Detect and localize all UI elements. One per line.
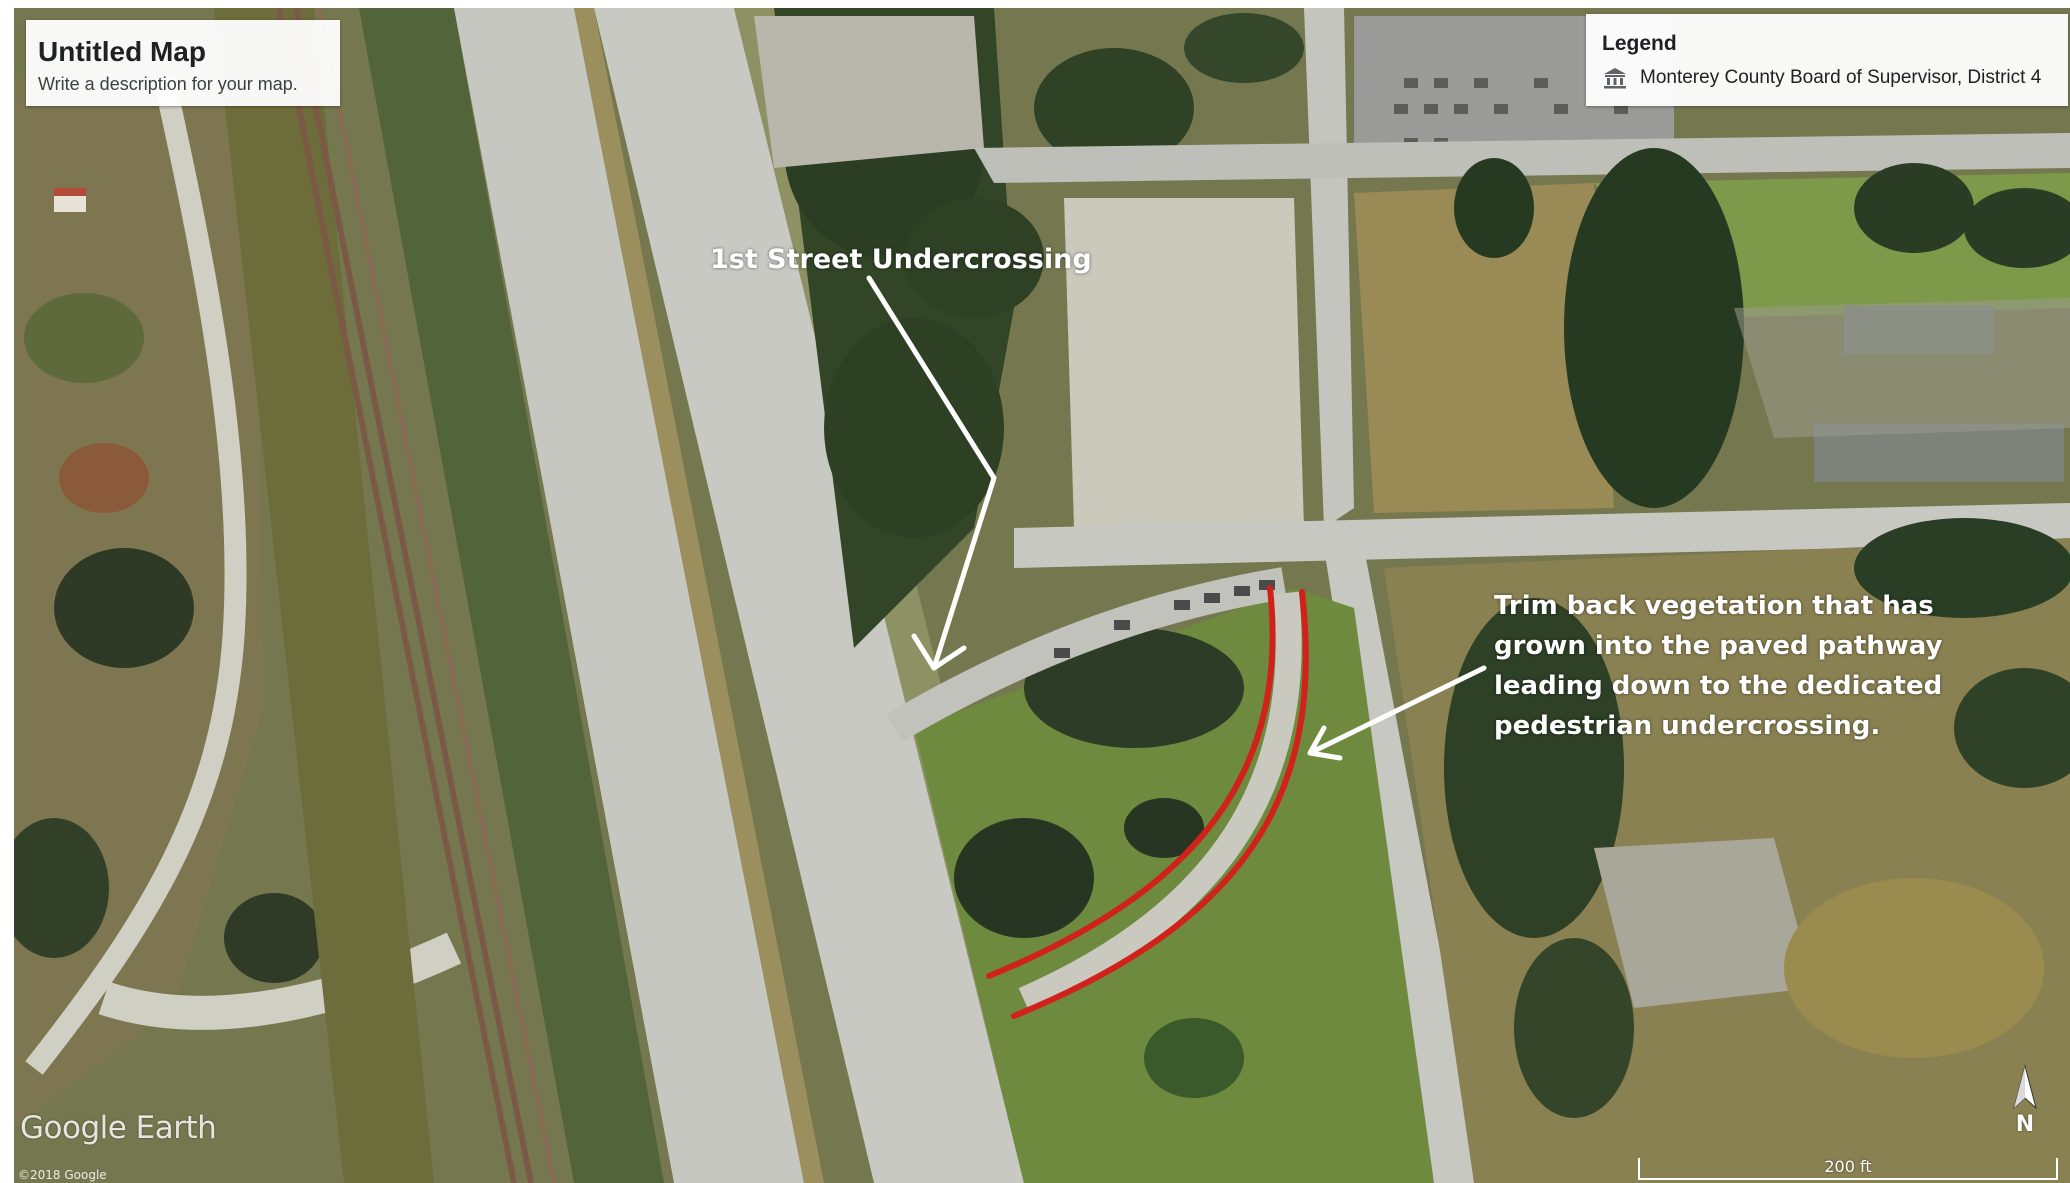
gravel-lot — [754, 16, 984, 168]
tree-cluster — [904, 198, 1044, 318]
tree-cluster — [1854, 163, 1974, 253]
tree-cluster — [1964, 188, 2070, 268]
legend-item-label: Monterey County Board of Supervisor, Dis… — [1640, 67, 2042, 88]
trim-note: Trim back vegetation that has grown into… — [1494, 586, 1942, 746]
grass-slope — [914, 588, 1434, 1183]
trim-area-boundary-left — [986, 585, 1276, 979]
tree-cluster — [1034, 48, 1194, 168]
trim-note-line: pedestrian undercrossing. — [1494, 711, 1881, 741]
legend-panel[interactable]: Legend Monterey County Board of Supervis… — [1586, 14, 2068, 106]
tree-cluster — [224, 893, 324, 983]
tree-cluster — [1444, 598, 1624, 938]
legend-item[interactable]: Monterey County Board of Supervisor, Dis… — [1602, 66, 2054, 90]
government-building-icon — [1604, 68, 1626, 89]
left-curved-path — [25, 75, 247, 1075]
copyright-notice: ©2018 Google — [18, 1168, 107, 1182]
tree-cluster — [1144, 1018, 1244, 1098]
railway-track — [276, 8, 517, 1183]
small-building-roof — [54, 188, 86, 196]
upper-street — [974, 133, 2070, 183]
highway-median — [574, 8, 824, 1183]
satellite-map[interactable]: Untitled Map Write a description for you… — [14, 8, 2070, 1183]
trim-note-arrow — [1307, 665, 1487, 761]
tree-cluster — [1854, 518, 2070, 618]
bare-patch — [1594, 838, 1814, 1008]
dry-grass — [1784, 878, 2044, 1058]
satellite-imagery[interactable] — [14, 8, 2070, 1183]
dry-field — [1354, 183, 1614, 513]
tree-cluster — [54, 548, 194, 668]
google-earth-watermark: Google Earth — [20, 1110, 217, 1146]
highway-northbound — [594, 8, 1024, 1183]
tree-cluster — [14, 818, 109, 958]
gravel-lot — [1064, 198, 1304, 528]
green-median — [359, 8, 664, 1183]
compass-label: N — [2015, 1112, 2035, 1137]
trim-area-boundary-right — [1011, 589, 1309, 1019]
shrub-patch — [24, 293, 144, 383]
highway-southbound — [454, 8, 804, 1183]
access-road — [885, 567, 1287, 742]
legend-title: Legend — [1602, 32, 1677, 55]
trim-note-line: leading down to the dedicated — [1494, 671, 1943, 701]
tree-cluster — [954, 818, 1094, 938]
shrub-patch — [59, 443, 149, 513]
cross-street — [1014, 503, 2070, 568]
map-description[interactable]: Write a description for your map. — [38, 74, 298, 94]
vegetation-strip — [214, 8, 434, 1183]
trim-note-line: Trim back vegetation that has — [1494, 591, 1934, 621]
tree-cluster — [1954, 668, 2070, 788]
north-arrow-icon — [2013, 1064, 2037, 1110]
tree-cluster — [1024, 628, 1244, 748]
yard-area — [1734, 298, 2070, 438]
map-title[interactable]: Untitled Map — [38, 36, 206, 67]
undercrossing-arrow — [866, 275, 997, 671]
trim-note-line: grown into the paved pathway — [1494, 631, 1943, 661]
undercrossing-label: 1st Street Undercrossing — [710, 244, 1092, 275]
paved-pathway — [1018, 591, 1302, 1012]
scale-bar: 200 ft — [1638, 1157, 2058, 1180]
tree-cluster — [1184, 13, 1304, 83]
tree-cluster — [1514, 938, 1634, 1118]
scale-label: 200 ft — [1824, 1157, 1872, 1176]
north-road — [1304, 8, 1354, 528]
tree-cluster — [1124, 798, 1204, 858]
parked-cars — [1054, 580, 1275, 658]
tree-cluster — [1564, 148, 1744, 508]
tree-cluster — [824, 318, 1004, 538]
railway-track — [317, 8, 556, 1183]
compass[interactable]: N — [2010, 1064, 2040, 1144]
tree-cluster — [1454, 158, 1534, 258]
railway-track — [293, 8, 534, 1183]
map-title-card[interactable]: Untitled Map Write a description for you… — [26, 20, 340, 106]
